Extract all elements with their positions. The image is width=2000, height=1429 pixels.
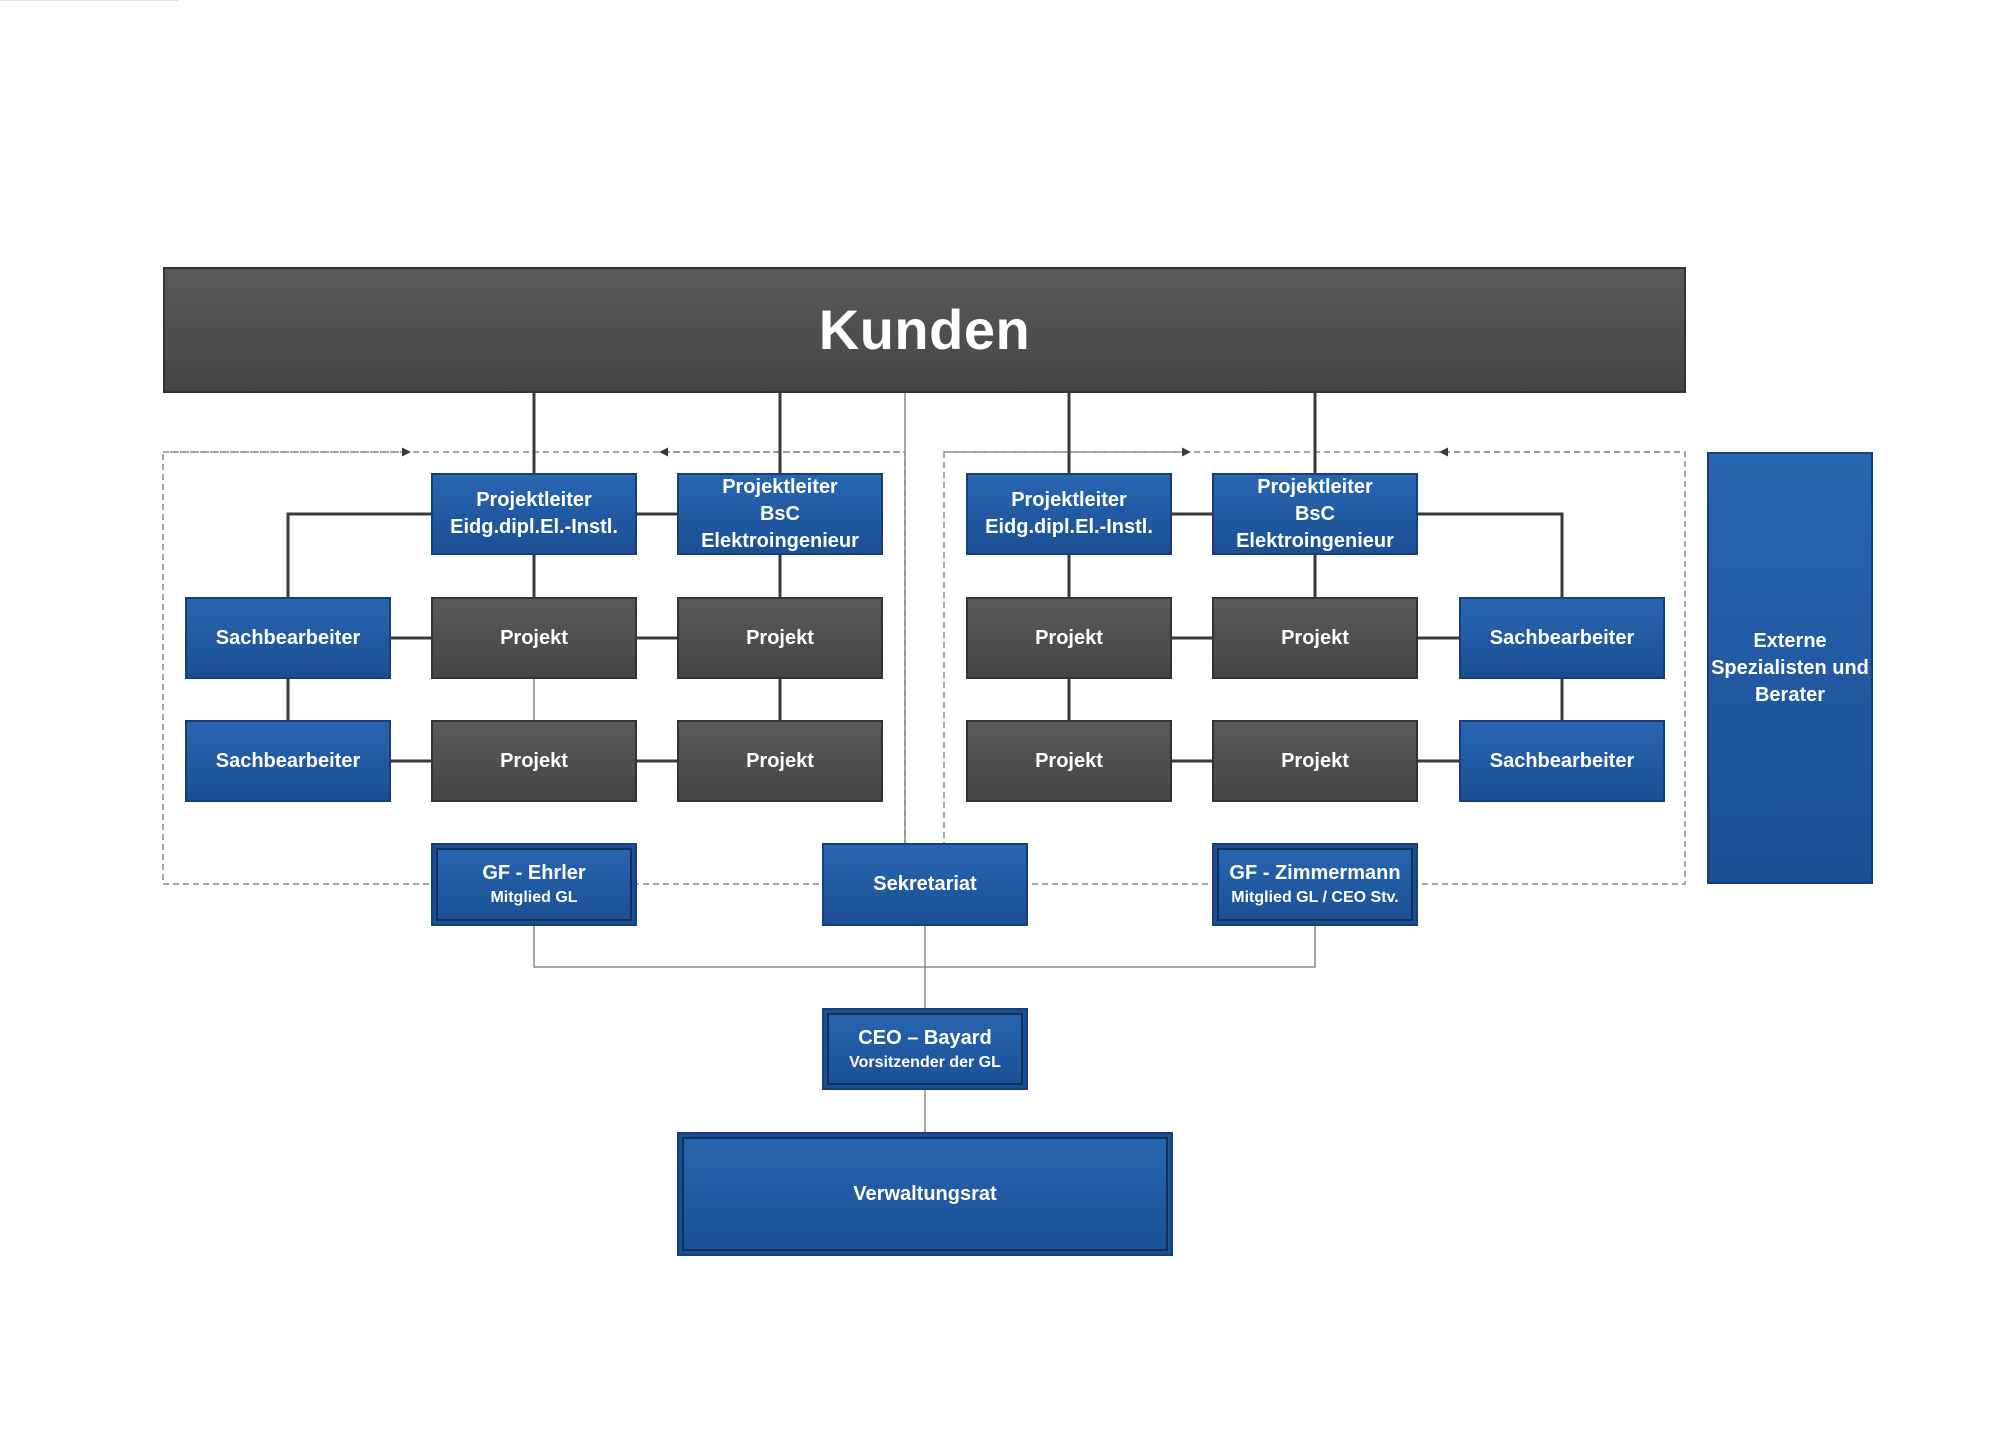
left-projektleiter-1-sub: Eidg.dipl.El.-Instl. <box>450 516 618 538</box>
right-projektleiter-2-sub: BsC Elektroingenieur <box>1236 502 1394 552</box>
left-projektleiter-2-sub: BsC Elektroingenieur <box>701 502 859 552</box>
right-projekt-2-label: Projekt <box>1281 626 1349 649</box>
left-projekt-1-label: Projekt <box>500 626 568 649</box>
ceo-box: CEO – Bayard Vorsitzender der GL <box>822 1008 1028 1090</box>
verwaltungsrat: Verwaltungsrat <box>677 1132 1173 1256</box>
verwaltungsrat-label: Verwaltungsrat <box>853 1182 997 1205</box>
left-sachbearbeiter-2: Sachbearbeiter <box>185 720 391 802</box>
left-projektleiter-1: Projektleiter Eidg.dipl.El.-Instl. <box>431 473 637 555</box>
left-projektleiter-2: Projektleiter BsC Elektroingenieur <box>677 473 883 555</box>
right-projektleiter-1-sub: Eidg.dipl.El.-Instl. <box>985 516 1153 538</box>
gf-zimmermann: GF - Zimmermann Mitglied GL / CEO Stv. <box>1212 843 1418 926</box>
right-sachbearbeiter-1-label: Sachbearbeiter <box>1489 626 1635 649</box>
right-projekt-4-label: Projekt <box>1281 749 1349 772</box>
kunden-header: Kunden <box>163 267 1686 393</box>
right-projekt-3-label: Projekt <box>1035 749 1103 772</box>
left-sachbearbeiter-2-label: Sachbearbeiter <box>215 749 361 772</box>
external-line-3: Berater <box>1754 683 1826 706</box>
ceo-name: CEO – Bayard <box>858 1026 992 1049</box>
right-sachbearbeiter-2: Sachbearbeiter <box>1459 720 1665 802</box>
external-specialists: Externe Spezialisten und Berater <box>1707 452 1873 884</box>
right-sachbearbeiter-1: Sachbearbeiter <box>1459 597 1665 679</box>
left-projektleiter-2-title: Projektleiter <box>722 475 838 498</box>
left-projekt-2: Projekt <box>677 597 883 679</box>
sekretariat: Sekretariat <box>822 843 1028 926</box>
right-projektleiter-1-title: Projektleiter <box>1011 489 1127 511</box>
gf-zimmermann-name: GF - Zimmermann <box>1229 862 1401 885</box>
right-projektleiter-2-title: Projektleiter <box>1257 475 1373 498</box>
page-corner-mark <box>0 0 178 5</box>
left-projekt-2-label: Projekt <box>746 626 814 649</box>
right-projekt-1-label: Projekt <box>1035 626 1103 649</box>
right-projektleiter-1: Projektleiter Eidg.dipl.El.-Instl. <box>966 473 1172 555</box>
left-projektleiter-1-title: Projektleiter <box>476 489 592 511</box>
left-projekt-3: Projekt <box>431 720 637 802</box>
gf-ehrler-name: GF - Ehrler <box>482 862 586 885</box>
right-projekt-3: Projekt <box>966 720 1172 802</box>
left-projekt-4-label: Projekt <box>746 749 814 772</box>
right-projekt-1: Projekt <box>966 597 1172 679</box>
gf-zimmermann-role: Mitglied GL / CEO Stv. <box>1231 889 1399 907</box>
right-sachbearbeiter-2-label: Sachbearbeiter <box>1489 749 1635 772</box>
left-projekt-3-label: Projekt <box>500 749 568 772</box>
left-projekt-1: Projekt <box>431 597 637 679</box>
gf-ehrler-role: Mitglied GL <box>490 889 578 907</box>
sekretariat-label: Sekretariat <box>873 873 977 895</box>
left-sachbearbeiter-1-label: Sachbearbeiter <box>215 626 361 649</box>
left-sachbearbeiter-1: Sachbearbeiter <box>185 597 391 679</box>
left-projekt-4: Projekt <box>677 720 883 802</box>
gf-ehrler: GF - Ehrler Mitglied GL <box>431 843 637 926</box>
external-line-2: Spezialisten und <box>1711 656 1869 679</box>
kunden-label: Kunden <box>818 298 1031 362</box>
right-projekt-4: Projekt <box>1212 720 1418 802</box>
right-projekt-2: Projekt <box>1212 597 1418 679</box>
external-line-1: Externe <box>1753 629 1827 652</box>
ceo-role: Vorsitzender der GL <box>849 1053 1001 1071</box>
right-projektleiter-2: Projektleiter BsC Elektroingenieur <box>1212 473 1418 555</box>
